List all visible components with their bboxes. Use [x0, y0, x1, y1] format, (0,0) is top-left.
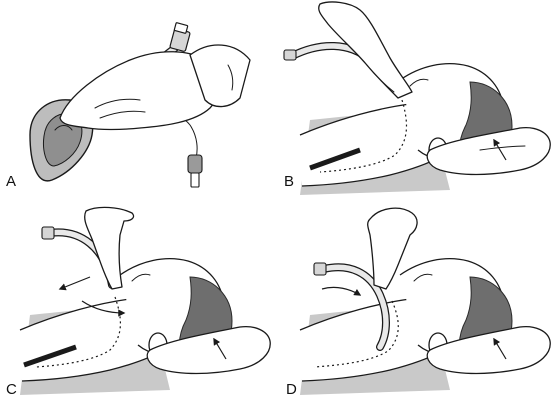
- panel-d: D: [286, 207, 551, 398]
- patient-nose: [131, 273, 151, 282]
- upper-gloved-hand: [318, 1, 413, 99]
- support-arrow: [213, 337, 227, 360]
- lower-gloved-hand: [146, 325, 271, 375]
- panel-c: C: [6, 206, 271, 398]
- panel-label-d: D: [286, 381, 297, 398]
- panel-label-b: B: [284, 173, 294, 190]
- lower-gloved-hand: [426, 325, 551, 375]
- upper-gloved-hand: [367, 207, 418, 290]
- panel-label-a: A: [6, 173, 16, 190]
- support-arrow: [493, 337, 507, 360]
- rotation-arrow: [321, 286, 362, 296]
- patient-nose: [413, 273, 433, 282]
- airway-path: [35, 296, 121, 368]
- airway-path: [313, 300, 399, 368]
- trachea-line: [309, 147, 361, 171]
- airway-path: [319, 99, 407, 173]
- upper-gloved-hand: [84, 206, 135, 290]
- panel-a: A: [6, 22, 251, 190]
- support-arrow: [493, 138, 507, 161]
- lower-gloved-hand: [426, 126, 551, 176]
- panel-b: B: [283, 1, 551, 195]
- gloved-hand: [59, 44, 251, 131]
- panel-label-c: C: [6, 381, 17, 398]
- trachea-line: [23, 344, 77, 368]
- left-arrow: [58, 276, 91, 291]
- patient-nose: [409, 78, 429, 87]
- insertion-arrow: [81, 300, 126, 317]
